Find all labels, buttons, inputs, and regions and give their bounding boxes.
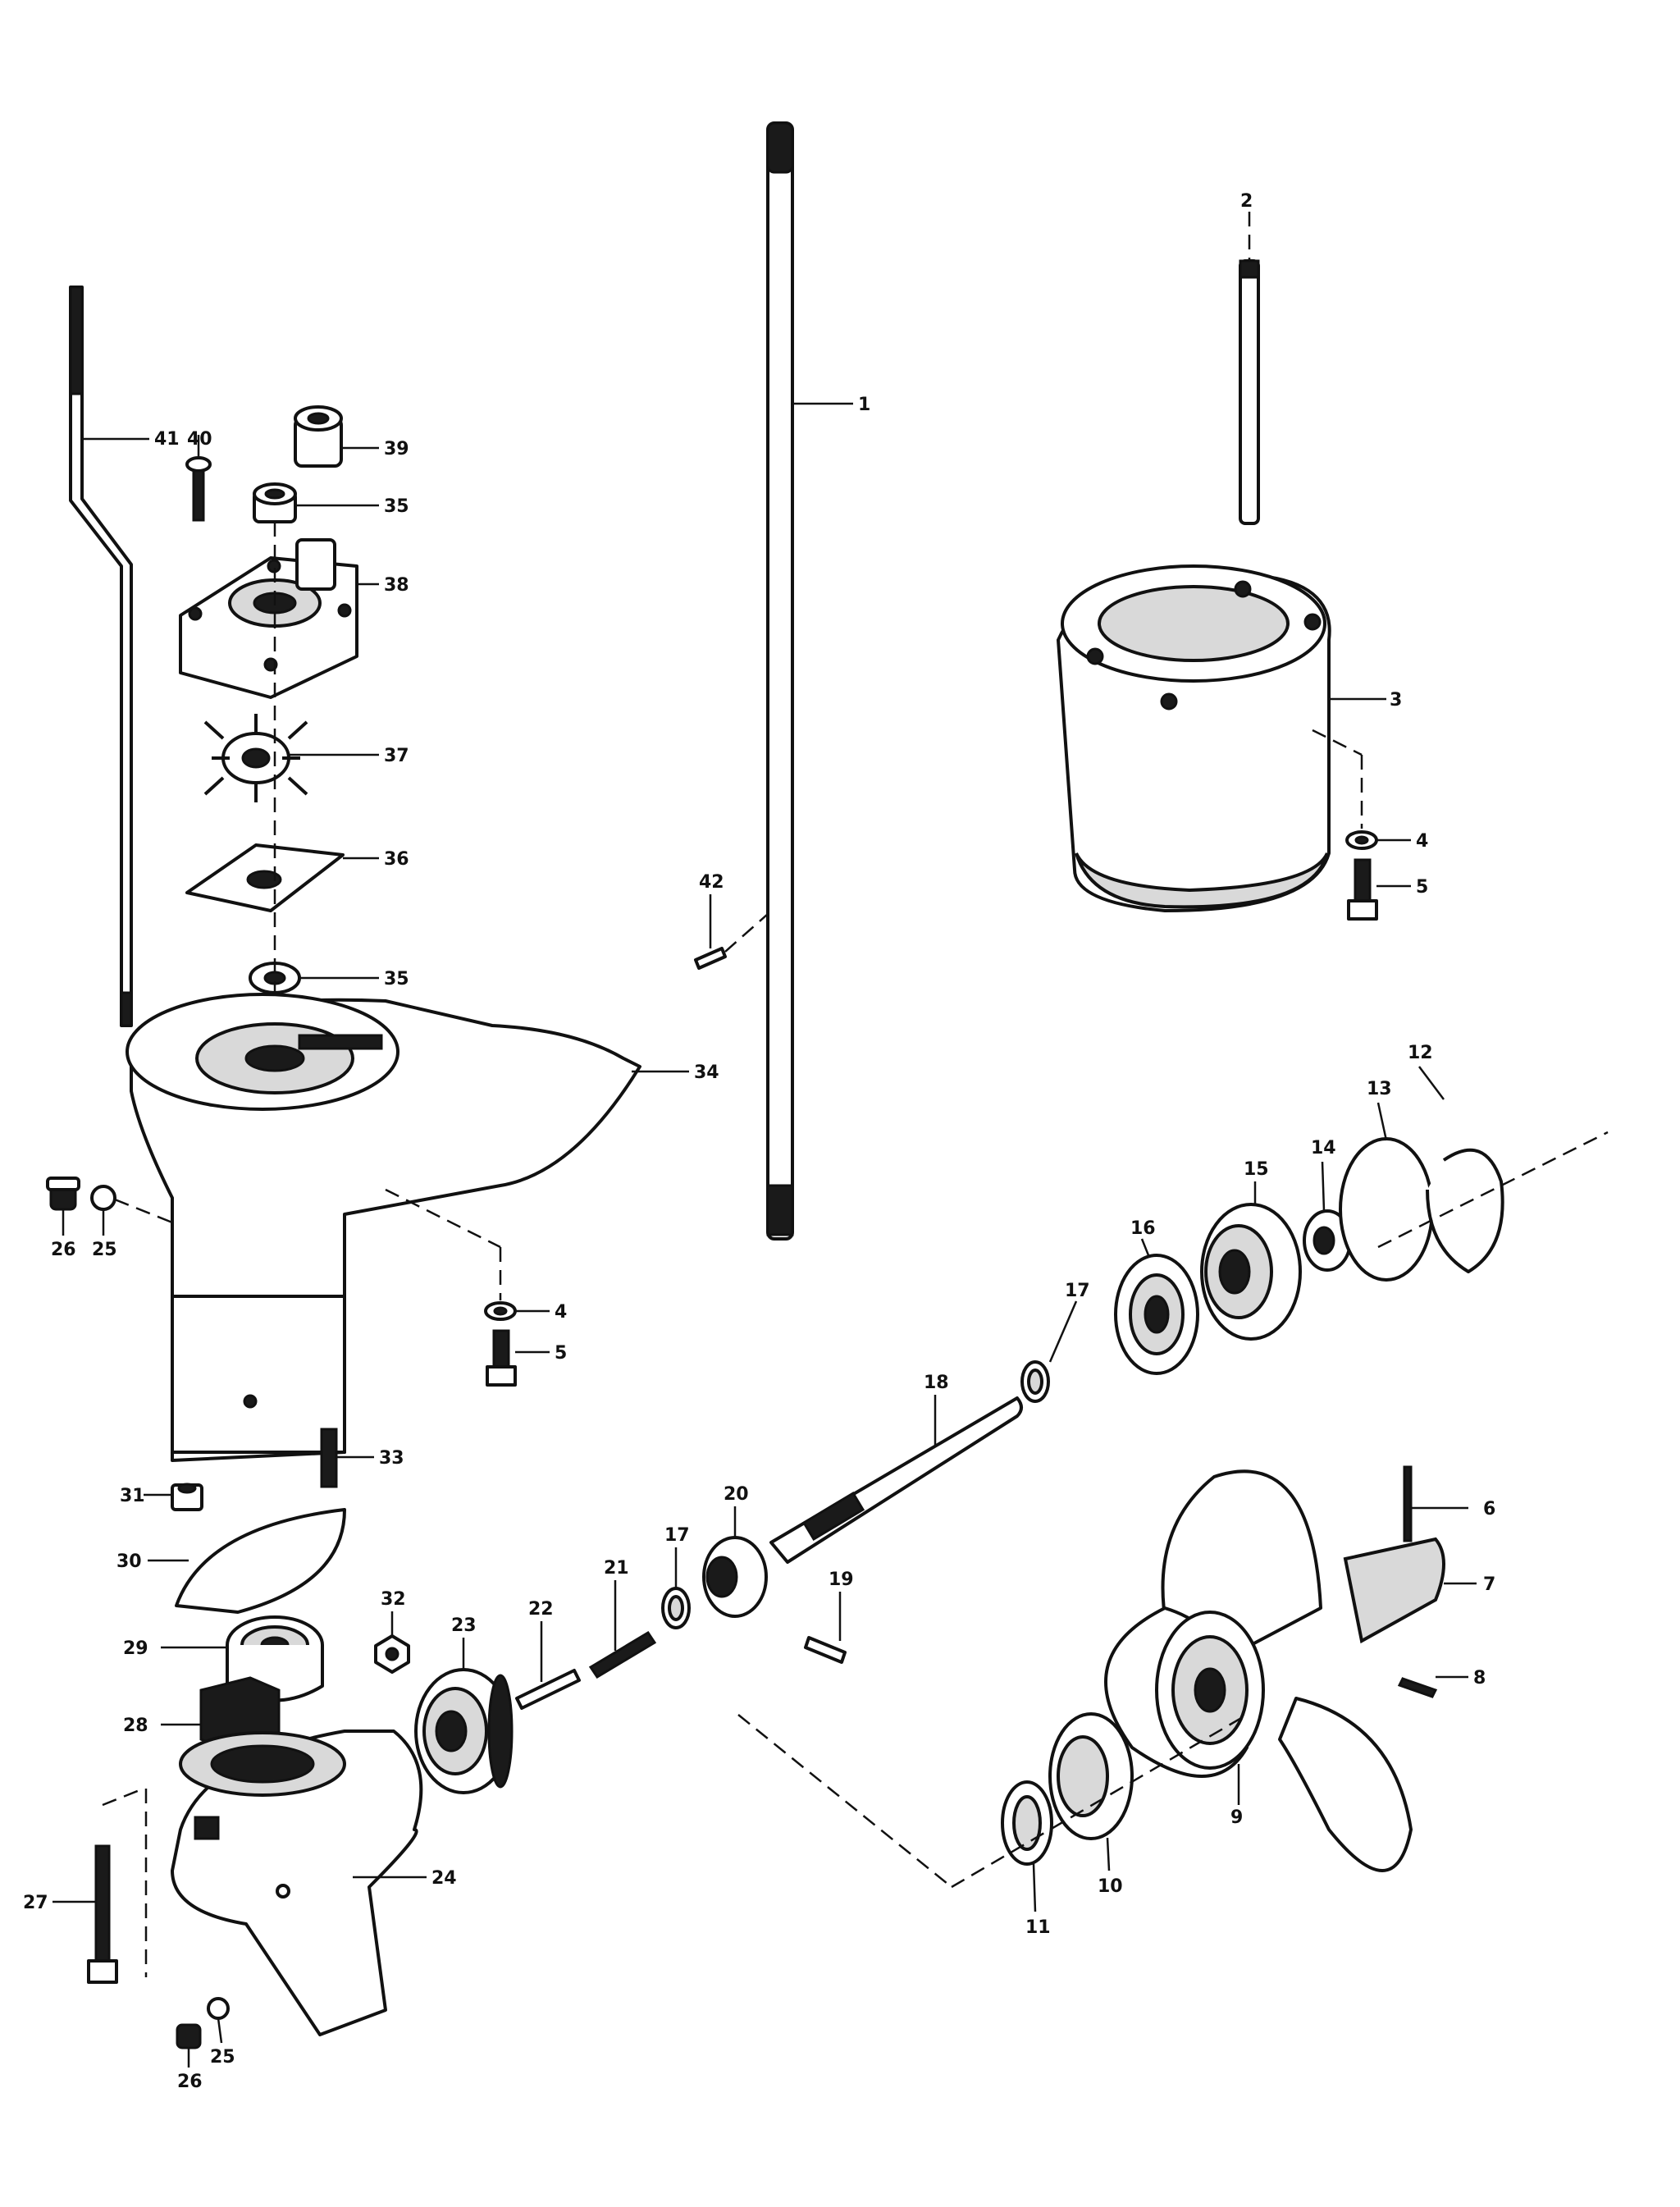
prop-axis-return-dashed-line	[737, 1714, 952, 1888]
callout-20: 20	[724, 1484, 749, 1505]
callout-4: 4	[555, 1302, 567, 1323]
shift-rod	[1239, 212, 1260, 525]
callout-17: 17	[664, 1525, 690, 1546]
seal-lower	[249, 962, 379, 994]
bearing-carrier	[1200, 1181, 1302, 1341]
thrust-washer-right	[1020, 1300, 1078, 1403]
callout-25: 25	[210, 2047, 235, 2068]
callout-40: 40	[187, 429, 212, 450]
drain-plug-upper	[46, 1177, 80, 1236]
callout-18: 18	[924, 1373, 949, 1393]
spring	[588, 1580, 657, 1679]
impeller	[203, 714, 379, 802]
callout-24: 24	[431, 1868, 457, 1889]
gearcase-gasket	[148, 1508, 346, 1614]
callout-33: 33	[379, 1448, 404, 1469]
callout-37: 37	[384, 746, 409, 766]
drive-shaft-housing	[126, 993, 689, 1462]
drive-pin	[1397, 1675, 1468, 1698]
callout-13: 13	[1367, 1079, 1392, 1099]
prop-axis-dashed-line	[951, 1713, 1248, 1889]
washer-middle	[385, 1188, 550, 1321]
callout-21: 21	[604, 1558, 629, 1579]
retaining-ring	[1418, 1066, 1504, 1273]
callout-27: 27	[23, 1893, 48, 1913]
carrier-axis-dashed-line	[1377, 1131, 1609, 1249]
drive-shaft	[766, 121, 853, 1241]
callout-35: 35	[384, 969, 409, 989]
callout-2: 2	[1240, 191, 1253, 212]
callout-28: 28	[123, 1716, 148, 1736]
callout-23: 23	[451, 1615, 477, 1636]
propeller-spacer	[1048, 1712, 1134, 1871]
callout-17: 17	[1065, 1281, 1090, 1301]
callout-30: 30	[116, 1551, 142, 1572]
exhaust-housing	[1057, 564, 1386, 912]
callout-15: 15	[1244, 1159, 1269, 1180]
callout-36: 36	[384, 849, 409, 870]
nut-left	[144, 1483, 203, 1511]
gasket-upper	[90, 1185, 173, 1236]
callout-38: 38	[384, 575, 409, 596]
callout-32: 32	[381, 1589, 406, 1610]
callout-34: 34	[694, 1062, 719, 1083]
callout-22: 22	[528, 1599, 554, 1620]
cam-pin	[515, 1621, 581, 1710]
shift-rod-bent	[69, 286, 149, 1027]
dowel-pin	[694, 894, 769, 970]
propeller	[1104, 1469, 1413, 1872]
o-ring	[1339, 1102, 1434, 1282]
callout-25: 25	[92, 1240, 117, 1260]
callout-3: 3	[1390, 690, 1402, 711]
wear-plate	[185, 843, 379, 912]
seal-upper	[253, 482, 379, 523]
callout-6: 6	[1483, 1499, 1495, 1519]
callout-39: 39	[384, 439, 409, 459]
forward-gear	[1114, 1238, 1199, 1375]
callout-26: 26	[177, 2072, 203, 2092]
propeller-shaft	[769, 1395, 1023, 1564]
stud	[320, 1428, 374, 1488]
callout-12: 12	[1408, 1043, 1433, 1063]
callout-41: 41	[154, 429, 180, 450]
propeller-washer	[1001, 1780, 1053, 1912]
callout-14: 14	[1311, 1138, 1336, 1158]
drain-plug-lower	[176, 2023, 202, 2068]
clutch-dog	[702, 1506, 768, 1618]
callout-8: 8	[1473, 1668, 1486, 1688]
callout-4: 4	[1416, 831, 1428, 852]
propeller-nut-cone	[1343, 1537, 1477, 1644]
cotter-pin	[1403, 1465, 1468, 1542]
callout-26: 26	[51, 1240, 76, 1260]
gear-housing	[171, 1730, 427, 2036]
callout-31: 31	[120, 1486, 145, 1506]
callout-29: 29	[123, 1638, 148, 1659]
bushing	[294, 405, 379, 468]
thrust-washer-left	[661, 1547, 691, 1629]
callout-16: 16	[1130, 1218, 1156, 1239]
callout-19: 19	[829, 1570, 854, 1590]
callout-42: 42	[699, 872, 724, 893]
callout-labels: 1 2 3 4 5 4 5 6 7 8 9 10 11 12 13 14 15 …	[23, 191, 1495, 2092]
nut-small	[374, 1611, 410, 1674]
water-pump-housing	[179, 538, 379, 699]
screw	[185, 435, 212, 522]
bolt-upper-right	[1347, 858, 1411, 921]
bolt-long	[52, 1787, 148, 1984]
gasket-lower	[207, 1997, 230, 2044]
callout-35: 35	[384, 496, 409, 517]
bolt-middle	[486, 1329, 550, 1387]
callout-10: 10	[1098, 1876, 1123, 1897]
callout-5: 5	[1416, 877, 1428, 898]
reverse-gear	[414, 1638, 514, 1794]
washer-upper-right	[1312, 729, 1411, 850]
callout-5: 5	[555, 1343, 567, 1364]
callout-11: 11	[1025, 1917, 1051, 1938]
callout-1: 1	[858, 395, 870, 415]
cross-pin	[804, 1592, 847, 1664]
needle-bearing	[1303, 1161, 1352, 1272]
callout-9: 9	[1230, 1807, 1243, 1828]
callout-7: 7	[1483, 1574, 1495, 1595]
